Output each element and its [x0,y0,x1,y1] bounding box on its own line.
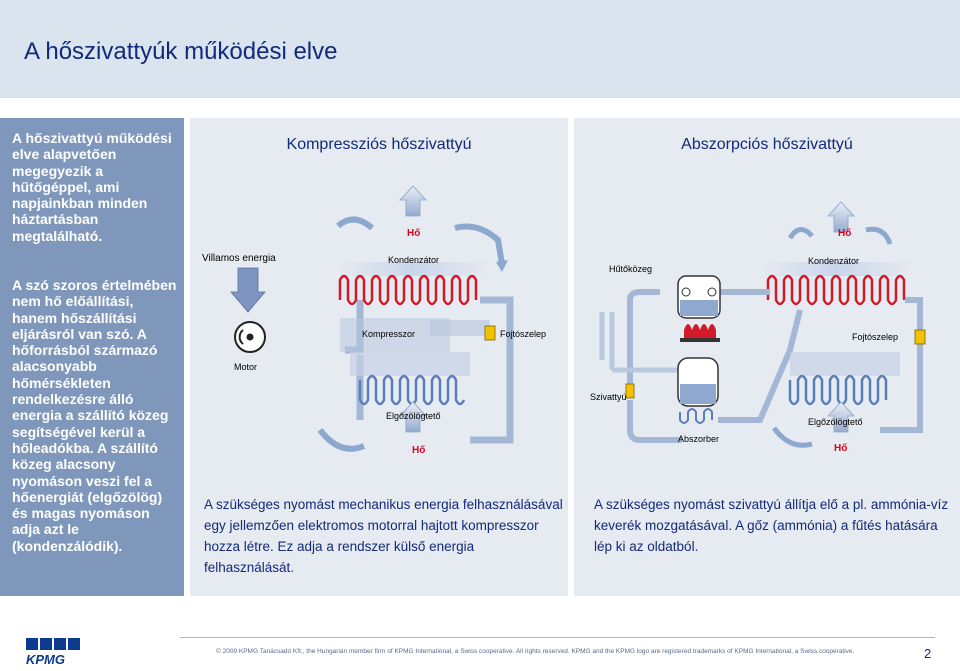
label-motor: Motor [234,362,258,372]
label-heat-bottom: Hő [412,445,426,456]
compression-title: Kompressziós hőszivattyú [286,136,472,153]
heater-base [680,338,720,342]
label-condenser: Kondenzátor [388,255,440,265]
curved-arrow-bottom-icon [317,428,366,452]
compression-description: A szükséges nyomást mechanikus energia f… [204,497,563,575]
absorption-diagram [599,201,926,448]
absorber-coil [679,408,713,424]
abs-condenser-coil [766,274,906,306]
condenser-coil [338,274,478,306]
abs-evaporator-band [790,352,900,376]
absorption-pipe [627,289,923,443]
svg-text:KPMG: KPMG [26,652,65,666]
abs-condenser-band [762,262,912,276]
pump-icon [625,383,635,399]
header-band [0,0,960,98]
intro-paragraph: A hőszivattyú működési elve alapvetően m… [12,130,172,244]
label-refrigerant: Hűtőközeg [609,264,653,274]
footer-divider [180,637,935,638]
curved-arrow-head-icon [496,260,508,272]
label-abs-condenser: Kondenzátor [808,256,860,266]
compressor-block [340,318,450,352]
condenser-band [338,262,488,276]
motor-rotor-icon [238,329,244,345]
bubble-icon [707,287,717,297]
abs-evaporator-coil [788,374,888,406]
abs-curved-arrow-bottom-icon [771,426,813,448]
label-heat-top: Hő [407,228,421,239]
explanation-paragraph: A szó szoros értelmében nem hő előállítá… [12,277,177,554]
label-absorber: Abszorber [678,434,720,444]
page-title: A hőszivattyúk működési elve [24,38,338,65]
absorption-title: Abszorpciós hőszivattyú [681,136,853,153]
absorption-description: A szükséges nyomást szivattyú állítja el… [594,497,949,554]
curved-arrow-left-icon [336,216,374,231]
motor-shaft-icon [246,333,254,341]
left-panel [0,118,184,596]
abs-heat-in-arrow [827,401,855,433]
compression-diagram [230,185,514,452]
label-abs-expansion-valve: Fojtószelep [852,332,899,342]
copyright-text: © 2009 KPMG Tanácsadó Kft., the Hungaria… [216,648,855,655]
absorption-pipe-thin [599,312,680,373]
abs-heat-out-arrow [827,201,855,233]
abs-curved-arrow-left-icon [787,227,814,240]
bubble-icon [681,287,691,297]
generator-liquid [680,300,718,316]
label-expansion-valve: Fojtószelep [500,329,547,339]
kpmg-logo: KPMG [24,636,88,667]
abs-expansion-valve-icon [914,329,926,345]
absorber-liquid [680,384,716,404]
label-abs-heat-top: Hő [838,228,852,239]
label-compressor: Kompresszor [362,329,416,339]
curved-arrow-right-icon [454,223,505,265]
label-evaporator: Elgőzölögtető [386,411,441,421]
evaporator-coil [358,374,466,406]
label-electric-energy: Villamos energia [202,253,276,264]
expansion-valve-icon [484,325,496,341]
electric-energy-arrow [230,267,266,313]
label-abs-evaporator: Elgőzölögtető [808,417,863,427]
abs-curved-arrow-right-icon [865,226,893,245]
evaporator-band [350,352,470,376]
heater-flame-icon [684,324,716,338]
heat-in-arrow [399,401,427,433]
label-abs-heat-bottom: Hő [834,443,848,454]
page-number: 2 [924,646,932,661]
heat-out-arrow [399,185,427,217]
label-pump: Szivattyú [590,392,627,402]
